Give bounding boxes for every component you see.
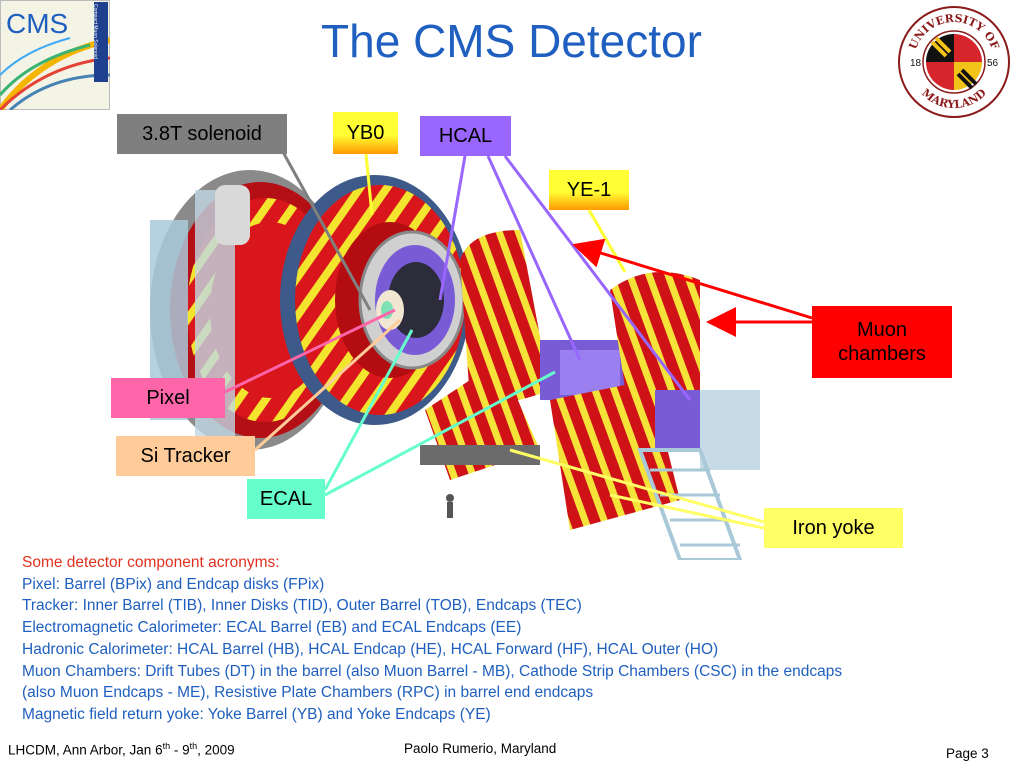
notes-line: Pixel: Barrel (BPix) and Endcap disks (F… [22, 575, 325, 593]
label-muon-line2: chambers [838, 343, 926, 365]
footer-left-sup2: th [189, 741, 198, 751]
umd-seal-year-left: 18 [910, 58, 922, 69]
pointer-ye1 [587, 209, 627, 273]
pointer-pixel [224, 308, 396, 394]
footer-left-prefix: LHCDM, Ann Arbor, Jan 6 [8, 742, 163, 758]
acronym-notes: Some detector component acronyms: Pixel:… [22, 552, 1012, 726]
slide-title: The CMS Detector [321, 15, 702, 67]
footer-left-sup1: th [162, 741, 171, 751]
footer-left-suffix: , 2009 [197, 742, 235, 758]
pointer-ecal-2 [324, 370, 556, 497]
label-ye1: YE-1 [549, 170, 629, 210]
notes-line: Electromagnetic Calorimeter: ECAL Barrel… [22, 619, 522, 637]
umd-seal: UNIVERSITY OF MARYLAND 18 56 [896, 4, 1012, 120]
pointer-muon-1 [572, 238, 813, 320]
label-pixel: Pixel [111, 378, 225, 418]
label-ecal: ECAL [247, 479, 325, 519]
pointer-iron-yoke-1 [509, 448, 765, 524]
footer-left-mid: - 9 [170, 742, 190, 758]
label-iron-yoke: Iron yoke [764, 508, 903, 548]
pointer-solenoid [281, 151, 372, 311]
pointer-hcal-1 [438, 155, 467, 301]
pointer-iron-yoke-2 [609, 493, 765, 530]
footer-page-number: Page 3 [946, 746, 989, 761]
label-muon-line1: Muon [856, 319, 908, 341]
label-yb0: YB0 [333, 112, 398, 154]
pointer-ecal-1 [323, 329, 414, 491]
umd-seal-year-right: 56 [987, 58, 999, 69]
cms-logo-text: CMS [6, 8, 69, 39]
notes-line: Hadronic Calorimeter: HCAL Barrel (HB), … [22, 640, 719, 658]
footer-center: Paolo Rumerio, Maryland [404, 741, 557, 756]
label-hcal: HCAL [420, 116, 511, 156]
cms-detector-illustration [140, 150, 780, 562]
footer-left: LHCDM, Ann Arbor, Jan 6th - 9th, 2009 [8, 741, 235, 758]
pointer-si-tracker [253, 318, 402, 452]
notes-heading: Some detector component acronyms: [22, 554, 280, 571]
pointer-hcal-2 [486, 155, 582, 361]
notes-line: Muon Chambers: Drift Tubes (DT) in the b… [22, 662, 843, 680]
notes-line: Tracker: Inner Barrel (TIB), Inner Disks… [22, 597, 582, 615]
pointer-yb0 [364, 153, 374, 216]
cms-logo: CMS Compact Muon Solenoid [0, 0, 111, 112]
notes-line: (also Muon Endcaps - ME), Resistive Plat… [22, 684, 594, 702]
pointer-hcal-3 [503, 155, 692, 401]
notes-line: Magnetic field return yoke: Yoke Barrel … [22, 705, 491, 723]
label-muon-chambers: Muon chambers [812, 306, 952, 378]
label-solenoid: 3.8T solenoid [117, 114, 287, 154]
label-si-tracker: Si Tracker [116, 436, 255, 476]
